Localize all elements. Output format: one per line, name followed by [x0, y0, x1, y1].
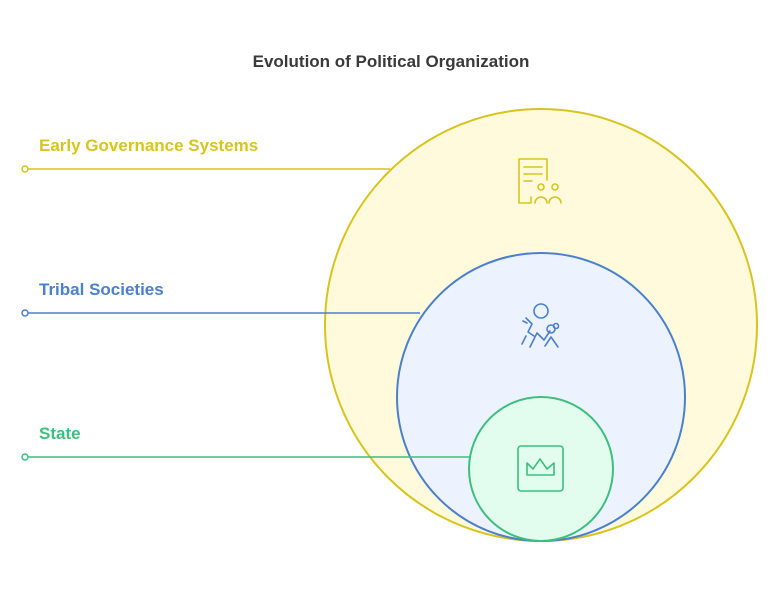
crown-frame-icon [517, 445, 564, 492]
connector-dot [21, 309, 29, 317]
connector-dot [21, 453, 29, 461]
circle-state [468, 396, 614, 542]
connector-state [21, 453, 470, 461]
label-state: State [39, 424, 81, 443]
document-people-icon [518, 158, 562, 204]
diagram-title: Evolution of Political Organization [253, 52, 530, 71]
label-tribal-societies: Tribal Societies [39, 280, 164, 299]
label-early-governance: Early Governance Systems [39, 136, 258, 155]
connector-early-governance [21, 165, 390, 173]
people-group-icon [521, 303, 560, 348]
connector-dot [21, 165, 29, 173]
connector-tribal-societies [21, 309, 420, 317]
